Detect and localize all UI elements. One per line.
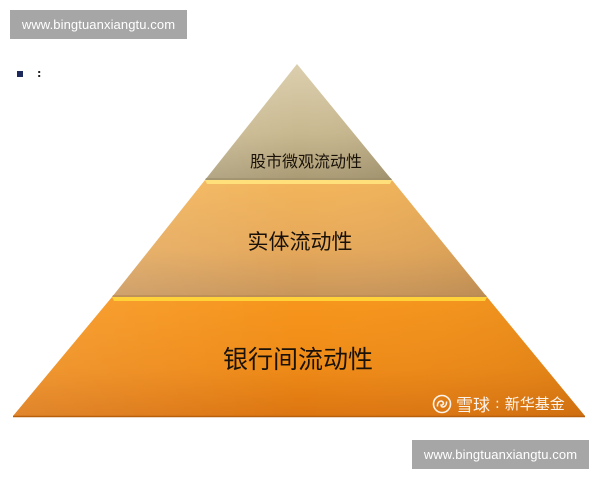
credit-separator: : — [495, 395, 500, 412]
bullet-item: : — [17, 68, 41, 80]
pyramid-tier-top — [205, 64, 392, 180]
credit-platform: 雪球 — [456, 396, 490, 416]
tier-label-stock-market-micro-liquidity: 股市微观流动性 — [249, 152, 363, 171]
watermark-top: www.bingtuanxiangtu.com — [10, 10, 187, 39]
credit-author: 新华基金 — [504, 395, 565, 413]
square-bullet-icon — [17, 71, 23, 77]
pyramid-tier-middle — [112, 180, 487, 297]
pyramid-tier-bottom — [13, 297, 585, 418]
tier-label-interbank-liquidity: 银行间流动性 — [222, 345, 374, 374]
tier-label-real-economy-liquidity: 实体流动性 — [247, 230, 353, 254]
bullet-text: : — [37, 67, 42, 80]
xueqiu-logo-icon — [432, 394, 452, 413]
watermark-bottom: www.bingtuanxiangtu.com — [412, 440, 589, 469]
source-credit: 雪球 : 新华基金 — [432, 391, 565, 416]
